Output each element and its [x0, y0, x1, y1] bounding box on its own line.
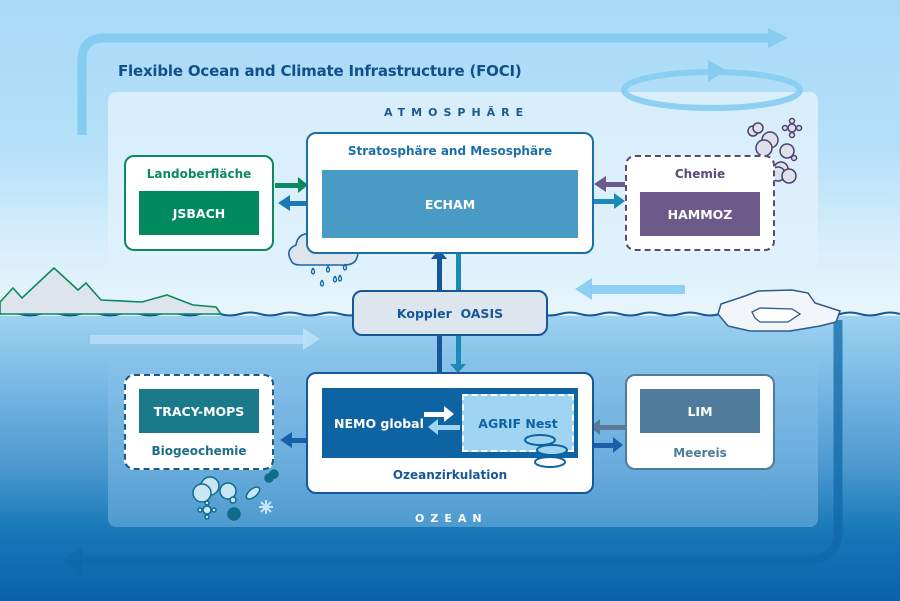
agrif-nest-label: AGRIF Nest [478, 415, 558, 431]
hammoz-model-block[interactable]: HAMMOZ [640, 192, 760, 236]
sea-ice-label: Meereis [673, 446, 727, 460]
stratosphere-label: Stratosphäre and Mesosphäre [347, 144, 553, 158]
land-surface-label: Landoberfläche [146, 167, 252, 181]
atmosphere-panel-label: ATMOSPHÄRE [384, 106, 530, 119]
agrif-nest-block[interactable]: AGRIF Nest [462, 394, 574, 452]
nemo-global-label: NEMO global [334, 415, 424, 431]
nemo-global-block[interactable]: NEMO global AGRIF Nest [322, 388, 578, 468]
surface-current-right [90, 335, 305, 344]
ocean-circulation-box: NEMO global AGRIF Nest Ozeanzirkulation [306, 372, 594, 494]
biogeochemistry-box: TRACY-MOPS Biogeochemie [124, 374, 274, 470]
echam-model-block[interactable]: ECHAM [322, 170, 578, 238]
surface-current-left [590, 285, 685, 294]
biogeochemistry-label: Biogeochemie [151, 444, 247, 458]
circulation-arrow-right-icon [768, 28, 788, 48]
coupler-label: Koppler OASIS [396, 306, 504, 321]
molecules-icon [747, 117, 803, 184]
mountain-icon [0, 266, 223, 315]
ocean-panel-label: OZEAN [415, 512, 488, 525]
land-surface-box: Landoberfläche JSBACH [124, 155, 274, 251]
stratosphere-box: Stratosphäre and Mesosphäre ECHAM [306, 132, 594, 254]
ocean-circulation-label: Ozeanzirkulation [392, 468, 508, 482]
diagram-title: Flexible Ocean and Climate Infrastructur… [118, 62, 522, 80]
lim-model-block[interactable]: LIM [640, 389, 760, 433]
circulation-arrow-left-icon [62, 546, 82, 575]
coupler-oasis-box[interactable]: Koppler OASIS [352, 290, 548, 336]
sea-ice-box: LIM Meereis [625, 374, 775, 470]
jsbach-model-block[interactable]: JSBACH [139, 191, 259, 235]
exchange-arrows-icon [424, 406, 460, 435]
eddy-icon [524, 434, 568, 468]
plankton-icon [192, 469, 279, 521]
chemistry-box: Chemie HAMMOZ [625, 155, 775, 251]
circulation-loop-top [77, 33, 770, 135]
coupling-arrows [275, 176, 626, 453]
chemistry-label: Chemie [674, 167, 726, 181]
circulation-loop-bottom [80, 320, 843, 565]
tracy-mops-model-block[interactable]: TRACY-MOPS [139, 389, 259, 433]
